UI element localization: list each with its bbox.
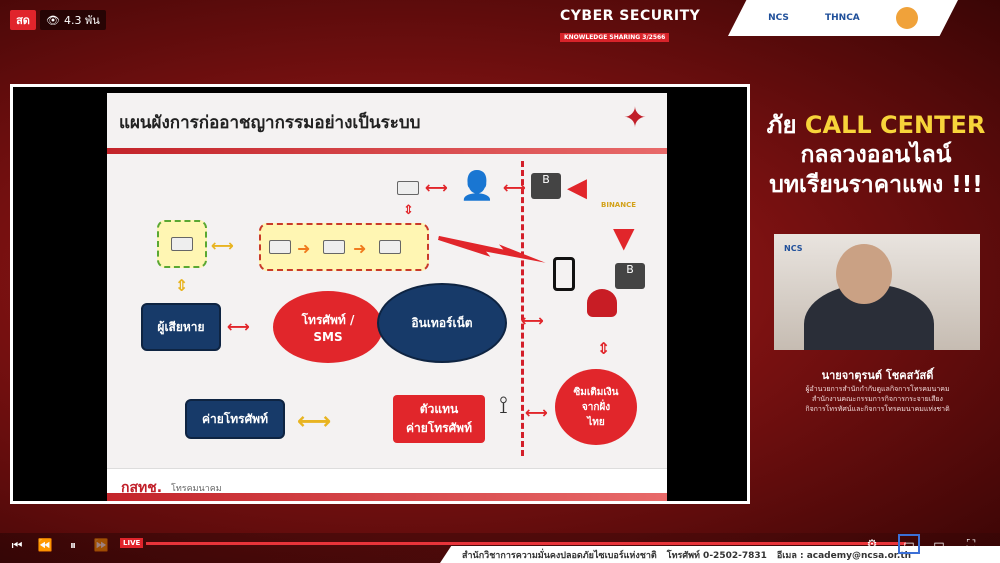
progress-bar[interactable] xyxy=(146,542,906,545)
hacker-icon xyxy=(587,289,617,317)
red-arrow-icon: ⟷ xyxy=(227,317,250,336)
mule-account-group: ➜ ➜ xyxy=(259,223,429,271)
yellow-arrow-icon: ⟷ xyxy=(297,407,332,435)
live-badge: สด xyxy=(10,10,36,30)
speaker-role-2: สำนักงานคณะกรรมการกิจการกระจายเสียง xyxy=(812,395,943,403)
emblem-logo xyxy=(895,7,918,29)
red-arrow-icon: ⟷ xyxy=(525,403,548,422)
info-ticker: สำนักวิชาการความมั่นคงปลอดภัยไซเบอร์แห่ง… xyxy=(440,546,1000,563)
speaker-name: นายจาตุรนต์ โชคสวัสดิ์ xyxy=(821,369,934,382)
brand-subtitle: KNOWLEDGE SHARING 3/2566 xyxy=(560,33,670,42)
fullscreen-icon[interactable]: ⛶ xyxy=(966,536,976,551)
red-arrow-vertical-icon: ⇕ xyxy=(597,339,611,358)
red-arrow-down-icon: ▼ xyxy=(613,221,635,254)
red-arrow-left-icon: ◀ xyxy=(567,173,587,203)
event-brand: CYBER SECURITY KNOWLEDGE SHARING 3/2566 xyxy=(560,8,710,42)
prepaid-sim-oval: ซิมเติมเงิน จากฝั่ง ไทย xyxy=(555,369,637,445)
headline-line2: กลลวงออนไลน์ xyxy=(800,142,952,168)
footer-subtitle: โทรคมนาคม xyxy=(171,484,222,494)
red-arrow-icon: ⟷ xyxy=(521,311,544,330)
speaker-video: NCS xyxy=(774,234,980,350)
eye-icon: 👁 xyxy=(46,13,60,27)
victim-label: ผู้เสียหาย xyxy=(157,319,205,334)
yellow-arrow-icon: ⟷ xyxy=(211,236,234,255)
red-arrow-up-icon: ⇕ xyxy=(403,203,414,218)
red-arrow-icon: ⟷ xyxy=(425,178,448,197)
speaker-role-1: ผู้อำนวยการสำนักกำกับดูแลกิจการโทรคมนาคม xyxy=(805,385,950,393)
lightning-bolt-icon xyxy=(437,232,548,269)
headline-prefix: ภัย xyxy=(766,111,805,139)
yellow-arrow-down-icon: ⇕ xyxy=(175,276,189,295)
victim-box: ผู้เสียหาย xyxy=(141,303,221,351)
headline-line3: บทเรียนราคาแพง !!! xyxy=(769,172,983,198)
binance-logo: BINANCE xyxy=(601,201,636,209)
ticker-org: สำนักวิชาการความมั่นคงปลอดภัยไซเบอร์แห่ง… xyxy=(462,550,657,561)
headline: ภัย CALL CENTER กลลวงออนไลน์ บทเรียนราคา… xyxy=(762,110,990,200)
garuda-emblem-icon: ✦ xyxy=(623,101,647,134)
ncs-logo: NCS xyxy=(768,13,789,23)
operator-agent-box: ตัวแทน ค่ายโทรศัพท์ xyxy=(393,395,485,443)
title-underline xyxy=(107,148,667,154)
phone-sms-oval: โทรศัพท์ / SMS xyxy=(273,291,383,363)
presentation-slide: แผนผังการก่ออาชญากรรมอย่างเป็นระบบ ✦ ⟷ ➜… xyxy=(107,93,667,501)
skip-previous-icon[interactable]: ⏮ xyxy=(11,537,23,552)
thnca-logo: THNCA xyxy=(825,13,860,23)
internet-label: อินเทอร์เน็ต xyxy=(411,315,473,330)
ticker-phone: โทรศัพท์ 0-2502-7831 xyxy=(666,550,767,561)
fast-forward-icon[interactable]: ⏩ xyxy=(93,538,109,552)
partner-logos: NCS THNCA xyxy=(728,0,958,36)
person-bitcoin-icon: 👤 xyxy=(459,169,495,202)
phone-operator-box: ค่ายโทรศัพท์ xyxy=(185,399,285,439)
prepaid-sim-label: ซิมเติมเงิน จากฝั่ง ไทย xyxy=(573,386,619,428)
speaker-role-3: กิจการโทรทัศน์และกิจการโทรคมนาคมแห่งชาติ xyxy=(805,405,950,413)
cell-tower-icon: ⟟ xyxy=(499,391,508,419)
live-indicator[interactable]: LIVE xyxy=(120,538,144,548)
footer-bar xyxy=(107,493,667,501)
viewer-count: 👁4.3 พัน xyxy=(40,10,106,30)
rewind-icon[interactable]: ⏪ xyxy=(37,538,53,552)
crypto-wallet-icon: B xyxy=(531,173,561,199)
brand-title: CYBER SECURITY xyxy=(560,8,701,24)
settings-icon[interactable]: ⚙ xyxy=(866,537,878,551)
red-arrow-icon: ⟷ xyxy=(503,178,526,197)
slide-title: แผนผังการก่ออาชญากรรมอย่างเป็นระบบ xyxy=(119,113,421,133)
card-icon xyxy=(397,181,419,195)
crypto-wallet-icon: B xyxy=(615,263,645,289)
ncs-logo: NCS xyxy=(784,244,803,253)
speaker-head xyxy=(836,244,892,304)
phone-sms-label: โทรศัพท์ / SMS xyxy=(301,312,355,344)
ticker-email: อีเมล : academy@ncsa.or.th xyxy=(776,550,912,561)
internet-oval: อินเทอร์เน็ต xyxy=(377,283,507,363)
headline-highlight: CALL CENTER xyxy=(804,111,986,139)
pause-icon[interactable]: ⏸ xyxy=(69,537,76,552)
miniplayer-icon[interactable]: ▭ xyxy=(898,534,920,554)
viewer-count-text: 4.3 พัน xyxy=(63,14,100,27)
theater-mode-icon[interactable]: ▭ xyxy=(933,537,945,551)
nbtc-logo: กสทช. xyxy=(121,480,163,496)
operator-agent-label: ตัวแทน ค่ายโทรศัพท์ xyxy=(405,402,473,435)
phone-operator-label: ค่ายโทรศัพท์ xyxy=(201,411,269,426)
stolen-card-group xyxy=(157,220,207,268)
border-dashed-line xyxy=(521,161,524,456)
video-player[interactable]: แผนผังการก่ออาชญากรรมอย่างเป็นระบบ ✦ ⟷ ➜… xyxy=(10,84,750,504)
smartphone-icon xyxy=(553,257,575,291)
